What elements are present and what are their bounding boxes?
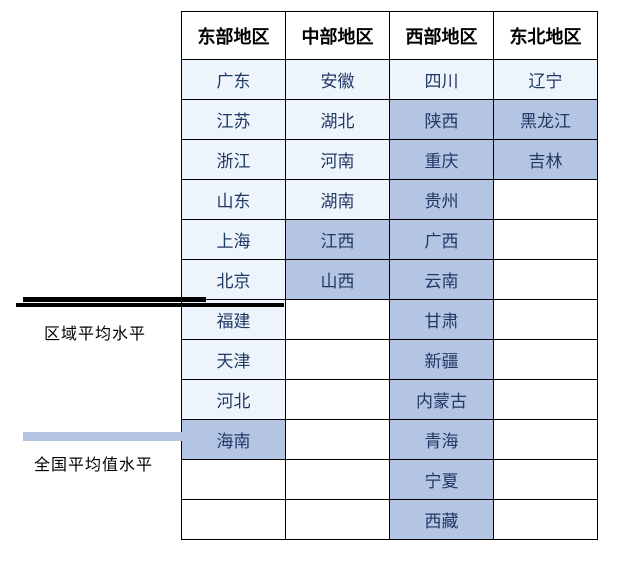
empty-cell xyxy=(493,419,598,460)
empty-cell xyxy=(181,499,286,540)
province-cell: 广西 xyxy=(389,219,494,260)
table-row: 北京山西云南 xyxy=(181,259,598,300)
empty-cell xyxy=(285,379,390,420)
national-average-line xyxy=(23,432,209,441)
province-cell: 贵州 xyxy=(389,179,494,220)
province-cell: 辽宁 xyxy=(493,59,598,100)
province-cell: 湖南 xyxy=(285,179,390,220)
province-cell: 广东 xyxy=(181,59,286,100)
table-row: 福建甘肃 xyxy=(181,299,598,340)
province-cell: 宁夏 xyxy=(389,459,494,500)
table-row: 上海江西广西 xyxy=(181,219,598,260)
province-cell: 上海 xyxy=(181,219,286,260)
region-average-label: 区域平均水平 xyxy=(44,326,147,343)
empty-cell xyxy=(493,459,598,500)
empty-cell xyxy=(285,499,390,540)
empty-cell xyxy=(181,459,286,500)
province-cell: 湖北 xyxy=(285,99,390,140)
province-cell: 浙江 xyxy=(181,139,286,180)
empty-cell xyxy=(493,379,598,420)
empty-cell xyxy=(285,459,390,500)
table-row: 江苏湖北陕西黑龙江 xyxy=(181,99,598,140)
province-cell: 天津 xyxy=(181,339,286,380)
region-province-matrix: 东部地区 中部地区 西部地区 东北地区 广东安徽四川辽宁江苏湖北陕西黑龙江浙江河… xyxy=(181,11,598,540)
province-cell: 四川 xyxy=(389,59,494,100)
province-cell: 河北 xyxy=(181,379,286,420)
province-cell: 北京 xyxy=(181,259,286,300)
province-cell: 青海 xyxy=(389,419,494,460)
matrix-body: 广东安徽四川辽宁江苏湖北陕西黑龙江浙江河南重庆吉林山东湖南贵州上海江西广西北京山… xyxy=(181,59,598,540)
table-row: 西藏 xyxy=(181,499,598,540)
table-row: 河北 内蒙古 xyxy=(181,379,598,420)
region-average-line-lower xyxy=(16,303,284,307)
province-cell: 吉林 xyxy=(493,139,598,180)
province-cell: 新疆 xyxy=(389,339,494,380)
province-cell: 安徽 xyxy=(285,59,390,100)
empty-cell xyxy=(285,419,390,460)
column-header-west: 西部地区 xyxy=(389,11,494,60)
province-cell: 黑龙江 xyxy=(493,99,598,140)
empty-cell xyxy=(493,219,598,260)
province-cell: 山西 xyxy=(285,259,390,300)
empty-cell xyxy=(493,339,598,380)
table-row: 山东湖南贵州 xyxy=(181,179,598,220)
empty-cell xyxy=(493,179,598,220)
province-cell: 重庆 xyxy=(389,139,494,180)
column-header-central: 中部地区 xyxy=(285,11,390,60)
empty-cell xyxy=(493,499,598,540)
column-header-northeast: 东北地区 xyxy=(493,11,598,60)
province-cell: 河南 xyxy=(285,139,390,180)
province-cell: 甘肃 xyxy=(389,299,494,340)
table-row: 浙江河南重庆吉林 xyxy=(181,139,598,180)
column-header-east: 东部地区 xyxy=(181,11,286,60)
province-cell: 江苏 xyxy=(181,99,286,140)
national-average-label: 全国平均值水平 xyxy=(34,457,154,474)
province-cell: 江西 xyxy=(285,219,390,260)
province-cell: 云南 xyxy=(389,259,494,300)
table-row: 海南青海 xyxy=(181,419,598,460)
matrix-header-row: 东部地区 中部地区 西部地区 东北地区 xyxy=(181,11,598,60)
table-row: 宁夏 xyxy=(181,459,598,500)
province-cell: 内蒙古 xyxy=(389,379,494,420)
empty-cell xyxy=(493,259,598,300)
empty-cell xyxy=(493,299,598,340)
table-row: 天津 新疆 xyxy=(181,339,598,380)
empty-cell xyxy=(285,339,390,380)
region-average-line-upper xyxy=(23,297,206,302)
province-cell: 陕西 xyxy=(389,99,494,140)
empty-cell xyxy=(285,299,390,340)
province-cell: 山东 xyxy=(181,179,286,220)
province-cell: 西藏 xyxy=(389,499,494,540)
table-row: 广东安徽四川辽宁 xyxy=(181,59,598,100)
